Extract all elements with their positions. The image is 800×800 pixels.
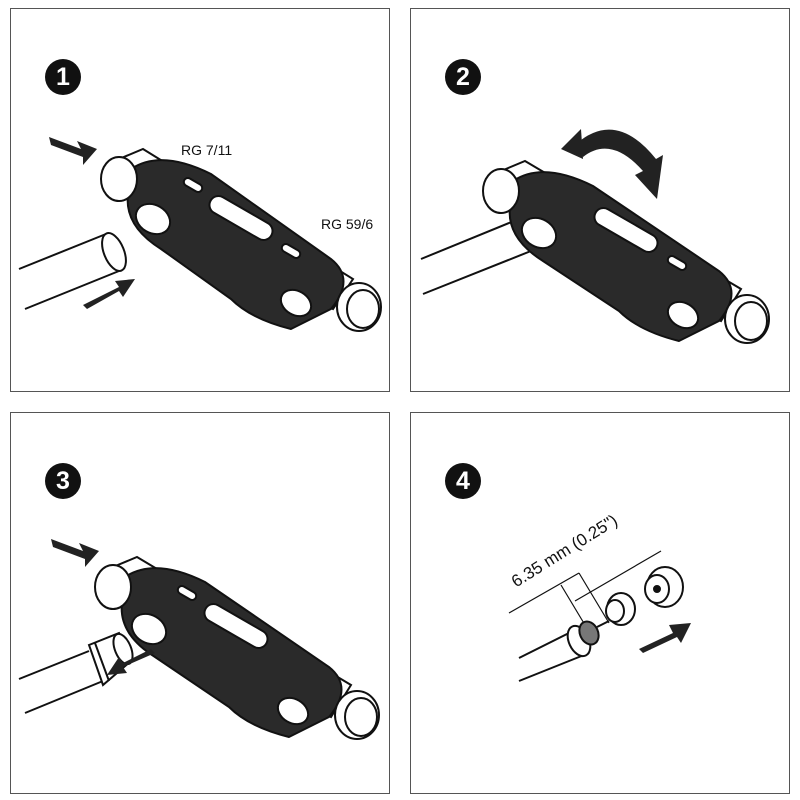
step-3-panel: 3 — [10, 412, 390, 794]
step-2-illustration — [420, 129, 770, 344]
pull-out-arrow — [107, 649, 155, 675]
direction-arrow — [639, 623, 691, 653]
stripper-tool — [482, 159, 770, 344]
rotate-arrow — [561, 129, 663, 199]
push-arrow — [51, 539, 99, 567]
step-1-illustration — [18, 137, 382, 332]
rg-59-6-label: RG 59/6 — [321, 216, 374, 232]
f-connector — [605, 566, 684, 626]
coax-cable — [18, 232, 127, 310]
step-2-number: 2 — [445, 59, 481, 95]
step-3-number: 3 — [45, 463, 81, 499]
stripped-cable — [518, 620, 610, 682]
rg-7-11-label: RG 7/11 — [181, 142, 233, 158]
step-4-number: 4 — [445, 463, 481, 499]
stripper-tool — [94, 555, 380, 740]
step-4-panel: 4 6.35 mm (0.25") — [410, 412, 790, 794]
step-2-panel: 2 — [410, 8, 790, 392]
insert-arrow-bottom — [83, 279, 135, 309]
stripper-tool — [100, 147, 382, 332]
step-1-number: 1 — [45, 59, 81, 95]
step-3-illustration — [18, 539, 380, 740]
step-4-illustration — [508, 550, 691, 682]
step-1-panel: 1 RG 7/11 RG 59/6 — [10, 8, 390, 392]
insert-arrow-top — [49, 137, 97, 165]
